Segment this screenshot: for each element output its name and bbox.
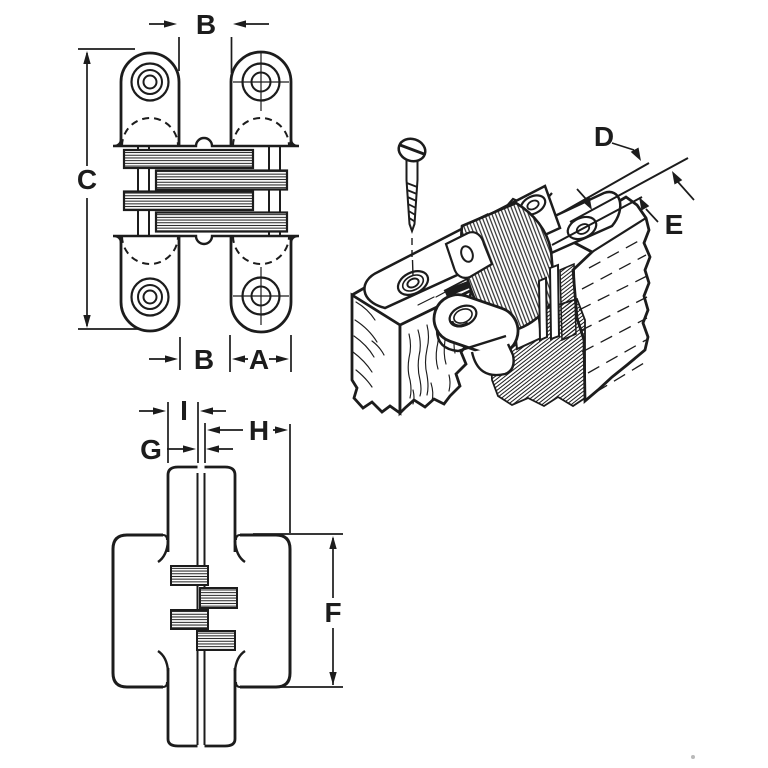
dim-d-e: D E	[551, 121, 695, 246]
dim-label-g: G	[140, 434, 162, 465]
dim-label-h: H	[249, 415, 269, 446]
dim-h: H	[204, 415, 291, 533]
dim-label-b-bottom: B	[194, 344, 214, 375]
front-hidden-arcs	[121, 117, 290, 265]
dim-label-a: A	[249, 344, 269, 375]
front-view: B C B A	[77, 9, 300, 375]
mortise-slot	[559, 262, 577, 342]
edge-bottom-leaves	[157, 650, 246, 748]
dim-label-i: I	[180, 395, 188, 426]
dim-label-b-top: B	[196, 9, 216, 40]
dim-c: C	[77, 48, 140, 330]
edge-link-bars	[170, 565, 238, 651]
front-link-bands	[122, 148, 289, 233]
print-speck	[691, 755, 695, 759]
hinge-bottom-lobe	[432, 293, 520, 377]
dim-f: F	[253, 533, 343, 688]
dim-label-f: F	[324, 597, 341, 628]
link-tip-bar-2	[537, 276, 549, 342]
dim-label-e: E	[665, 209, 684, 240]
edge-top-leaves	[157, 465, 246, 563]
dim-b-top: B	[149, 9, 269, 73]
wood-screw-icon	[397, 137, 427, 277]
dim-label-d: D	[594, 121, 614, 152]
dim-g: G	[140, 434, 233, 465]
dim-label-c: C	[77, 164, 97, 195]
installed-view: D E	[350, 121, 695, 417]
dim-i: I	[139, 395, 226, 463]
pivot-link-plate	[444, 231, 494, 279]
edge-view: I H G F	[111, 395, 343, 748]
dim-b-a-bottom: B A	[149, 335, 292, 375]
link-tip-bar-1	[548, 263, 561, 341]
front-screw-holes	[130, 53, 289, 325]
